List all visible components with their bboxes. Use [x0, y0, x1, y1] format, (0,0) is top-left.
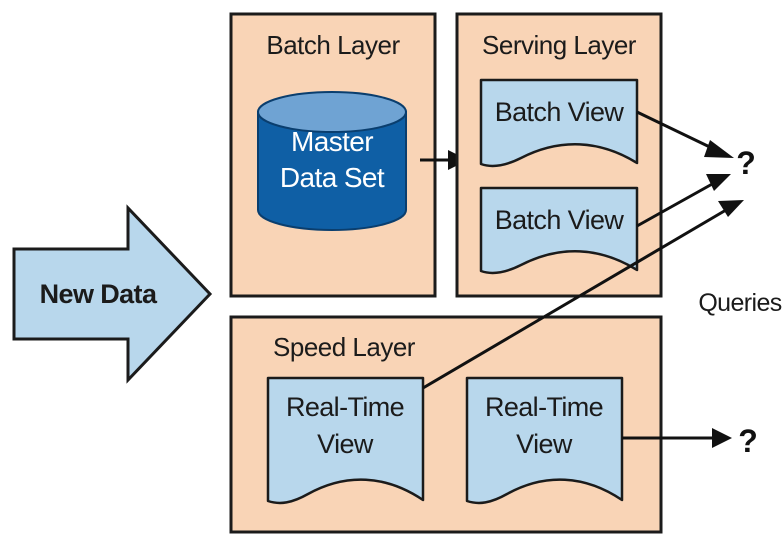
cylinder-top [257, 91, 407, 133]
master-data-set-cylinder: Master Data Set [257, 91, 407, 231]
serving-layer-title: Serving Layer [482, 30, 637, 60]
batch-view-2-label: Batch View [495, 205, 625, 235]
batch-view-1-label: Batch View [495, 97, 625, 127]
real-time-view-1-shape [266, 376, 425, 505]
master-data-set-line2: Data Set [280, 162, 385, 193]
batch-layer: Batch Layer Master Data Set [229, 12, 437, 298]
speed-layer-title: Speed Layer [273, 332, 416, 362]
real-time-view-2-query-arrow [622, 428, 732, 448]
queries-label: Queries [698, 289, 781, 317]
cylinder-body [257, 111, 407, 231]
real-time-view-1-query-arrow [422, 200, 744, 390]
batch-view-2-query-arrow [636, 174, 731, 228]
new-data-arrow: New Data [12, 204, 213, 384]
new-data-arrow-shape [12, 204, 213, 384]
serving-layer: Serving Layer Batch View Batch View [455, 12, 663, 298]
master-data-set-line1: Master [291, 126, 373, 157]
real-time-view-1-line1: Real-Time [286, 392, 404, 422]
batch-view-1-query-arrow [636, 110, 734, 158]
batch-view-1: Batch View [479, 78, 639, 168]
speed-layer: Speed Layer Real-Time View Real-Time Vie… [229, 315, 663, 534]
query-mark-bottom: ? [738, 423, 758, 459]
real-time-view-1: Real-Time View [266, 376, 425, 505]
real-time-view-2-line2: View [516, 429, 573, 459]
real-time-view-2-line1: Real-Time [485, 392, 603, 422]
query-arrows [422, 110, 744, 448]
new-data-label: New Data [40, 279, 158, 309]
batch-view-2: Batch View [479, 186, 639, 275]
batch-view-1-shape [479, 78, 639, 168]
query-mark-top: ? [736, 145, 756, 181]
batch-view-2-shape [479, 186, 639, 275]
batch-layer-title: Batch Layer [266, 30, 400, 60]
real-time-view-2: Real-Time View [465, 376, 624, 505]
real-time-view-2-shape [465, 376, 624, 505]
real-time-view-1-line2: View [317, 429, 374, 459]
